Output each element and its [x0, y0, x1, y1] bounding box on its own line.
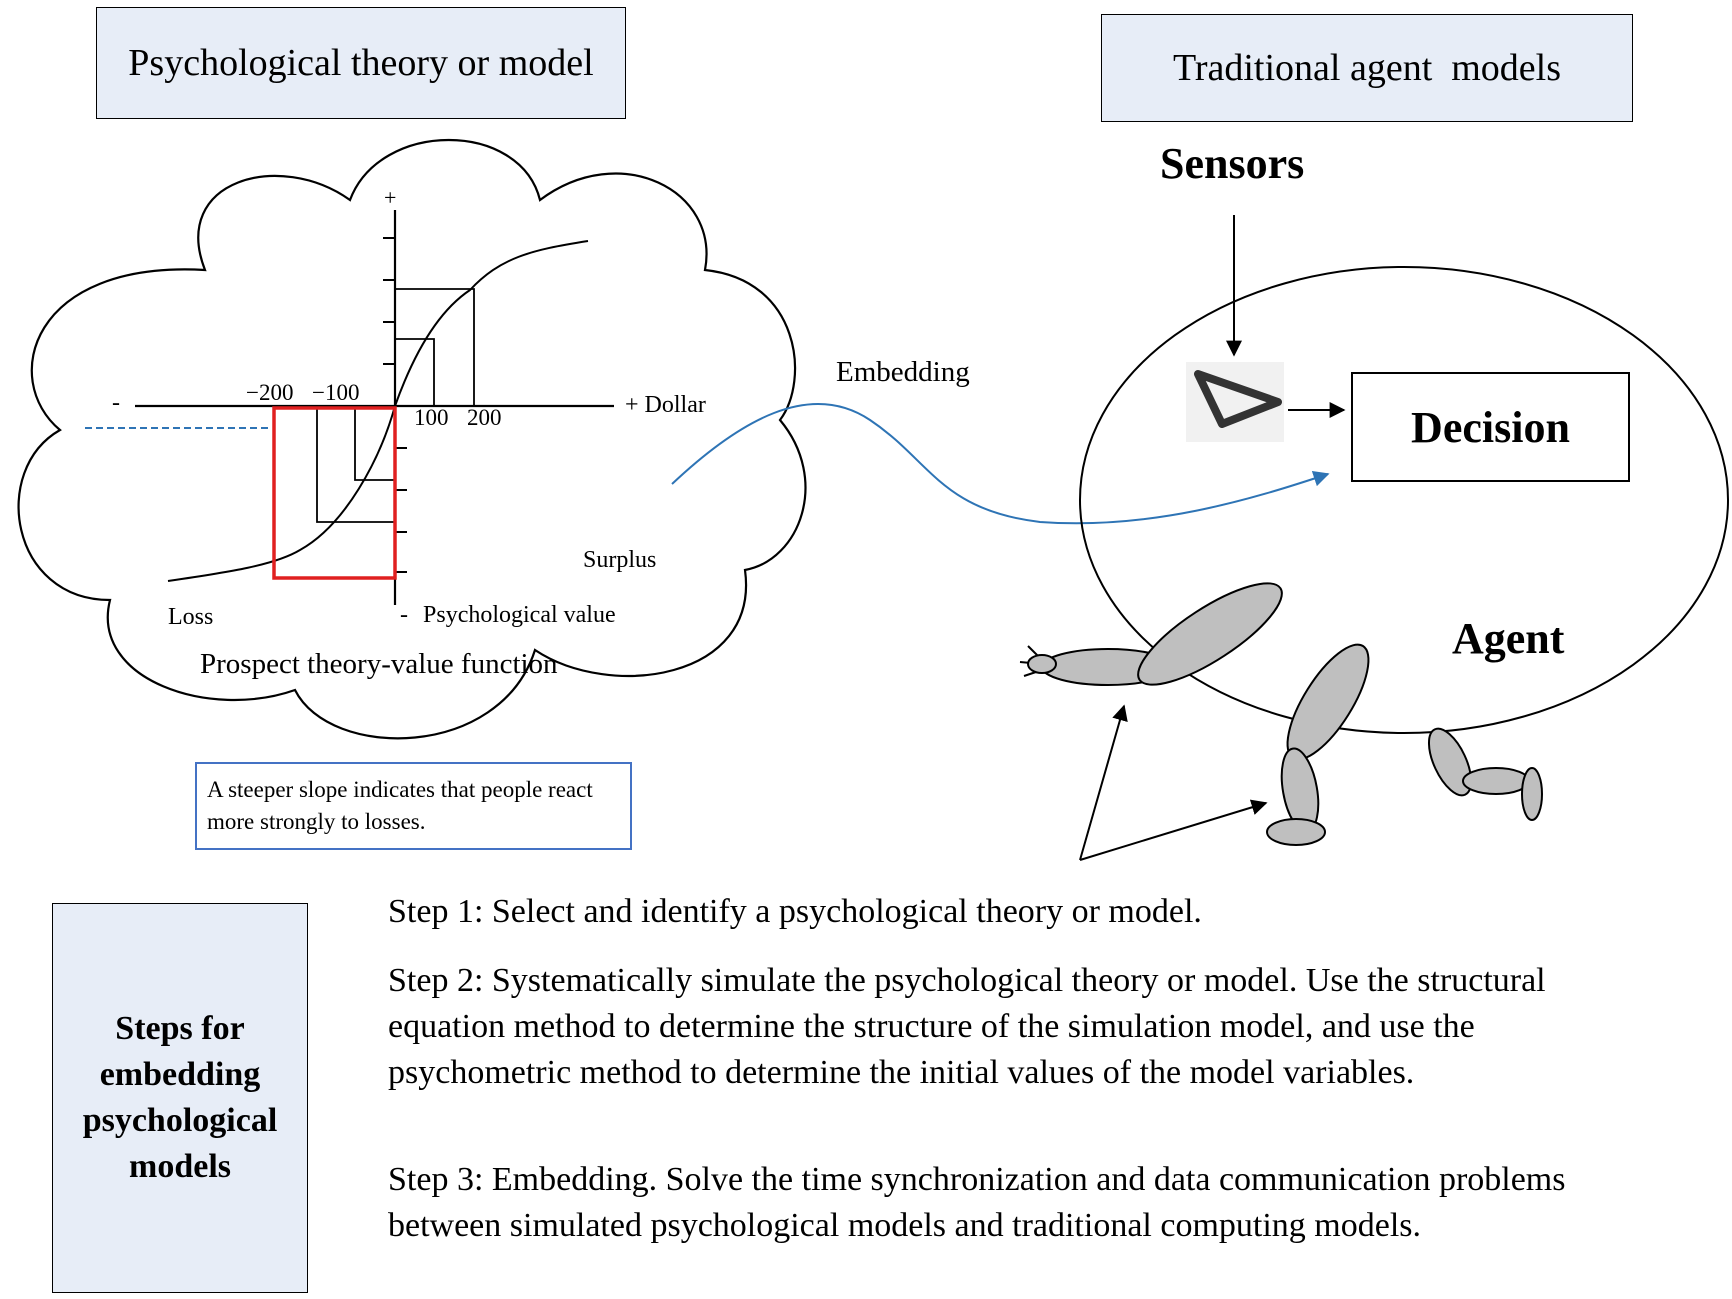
step-3-text: Step 3: Embedding. Solve the time synchr… — [388, 1161, 1566, 1244]
cloud-caption: Prospect theory-value function — [200, 648, 558, 680]
step-2-text: Step 2: Systematically simulate the psyc… — [388, 962, 1546, 1091]
tick-label-200: 200 — [467, 405, 502, 430]
limb-pointer-arrow-2 — [1079, 799, 1268, 861]
label-loss: Loss — [168, 604, 214, 630]
tick-label-neg100: −100 — [312, 380, 360, 405]
gain-reference-lines — [395, 288, 475, 406]
agent-label: Agent — [1452, 614, 1565, 663]
sensors-label: Sensors — [1160, 139, 1305, 188]
axis-minus-bottom: - — [400, 602, 408, 628]
loss-highlight-box — [272, 406, 397, 580]
step-1-text: Step 1: Select and identify a psychologi… — [388, 893, 1202, 930]
steps-title-line-3: psychological — [82, 1102, 278, 1139]
steps-title-box: Steps for embedding psychological models — [52, 903, 308, 1293]
thought-cloud — [17, 138, 807, 740]
tick-label-neg200: −200 — [246, 380, 294, 405]
slope-note: A steeper slope indicates that people re… — [195, 762, 632, 850]
agent-body — [1079, 266, 1729, 734]
header-traditional-agent-models: Traditional agent models — [1101, 14, 1633, 122]
label-surplus: Surplus — [583, 547, 657, 573]
decision-box: Decision — [1351, 372, 1630, 482]
steps-title-line-4: models — [129, 1148, 231, 1185]
sensor-icon — [1186, 362, 1284, 442]
decision-label: Decision — [1411, 402, 1570, 452]
limb-pointer-arrow-1 — [1079, 704, 1128, 861]
axis-label-dollar: + Dollar — [625, 392, 706, 418]
header-traditional-agent-label: Traditional agent models — [1172, 47, 1562, 89]
embedding-label: Embedding — [836, 356, 970, 388]
tick-label-100: 100 — [414, 405, 449, 430]
header-psychological-model-label: Psychological theory or model — [128, 42, 594, 84]
y-ticks — [383, 237, 407, 573]
axis-plus-top: + — [384, 185, 397, 210]
axis-label-psychological-value: Psychological value — [423, 602, 616, 628]
steps-title-line-2: embedding — [99, 1056, 261, 1093]
header-psychological-model: Psychological theory or model — [96, 7, 626, 119]
agent-limbs — [1019, 582, 1543, 846]
slope-note-text: A steeper slope indicates that people re… — [207, 777, 593, 834]
axis-minus-left: - — [112, 390, 120, 416]
steps-title-line-1: Steps for — [115, 1010, 245, 1047]
embedding-arrow — [671, 403, 1330, 525]
loss-reference-lines — [316, 406, 395, 523]
